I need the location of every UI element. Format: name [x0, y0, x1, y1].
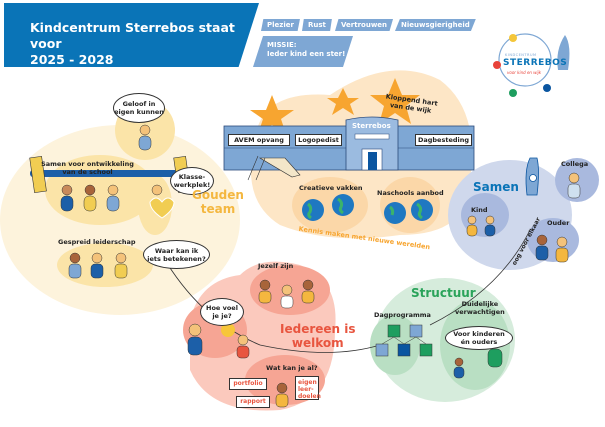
- bubble-class-line-2: werkplek!: [173, 181, 211, 189]
- title-line-2: 2025 - 2028: [30, 52, 114, 67]
- shared-leadership-label: Gespreid leiderschap: [58, 238, 136, 246]
- bubble-feel-line-1: Hoe voel: [206, 304, 238, 312]
- ouder-label: Ouder: [547, 219, 570, 227]
- jezelf-label: Jezelf zijn: [258, 262, 294, 270]
- mission-label: MISSIE:: [267, 41, 297, 49]
- value-tag-rust: Rust: [302, 19, 332, 31]
- bubble-class-line-1: Klasse-: [178, 173, 206, 181]
- star-icon: [370, 78, 420, 124]
- kind-label: Kind: [471, 206, 488, 214]
- value-tag-vertrouwen: Vertrouwen: [335, 19, 394, 31]
- building-entrance: [345, 116, 399, 171]
- value-tag-nieuwsgierigheid: Nieuwsgierigheid: [395, 19, 476, 31]
- goals-line-1: eigen: [298, 379, 317, 386]
- afterschool-label: Naschools aanbod: [377, 189, 444, 197]
- iedereen-title: Iedereen is welkom: [280, 322, 356, 350]
- together-label: Samen voor ontwikkeling van de school: [30, 160, 145, 176]
- mission-box: MISSIE: Ieder kind een ster!: [253, 36, 353, 67]
- logo-rocket-icon: [557, 35, 570, 70]
- logo-dot-red: [493, 61, 501, 69]
- star-icon: [250, 95, 294, 134]
- learning-goals-box: eigen leer- doelen: [295, 376, 321, 400]
- connector-line-samen: [429, 229, 531, 326]
- globe-icon: [384, 202, 406, 224]
- gouden-team-title: Gouden team: [192, 188, 244, 216]
- logo-small-text: KINDCENTRUM: [505, 53, 537, 57]
- people-figures: [60, 124, 581, 408]
- leadership-blob: [57, 243, 153, 287]
- smiley-icon: [221, 323, 235, 337]
- dagprogramma-blob: [370, 315, 420, 375]
- logo-tagline: voor kind en wijk: [507, 70, 542, 75]
- portfolio-box: portfolio: [229, 378, 267, 390]
- wat-kan-label: Wat kan je al?: [266, 364, 318, 372]
- logo-name: STERREBOS: [503, 58, 568, 68]
- connector-line: [161, 254, 381, 353]
- globe-icon: [302, 199, 324, 221]
- schedule-block: [375, 343, 389, 357]
- bubble-class: Klasse-werkplek!: [170, 167, 214, 195]
- logo-dot-blue: [543, 84, 551, 92]
- collega-label: Collega: [561, 160, 589, 168]
- expectations-label: Duidelijke verwachtigen: [455, 300, 505, 316]
- slide-icon: [258, 157, 301, 178]
- mission-text: Ieder kind een ster!: [267, 50, 346, 58]
- bubble-meaning-line-1: Waar kan ik: [154, 246, 199, 255]
- logo-dot-yellow: [509, 34, 517, 42]
- expectations-line-1: Duidelijke: [461, 300, 499, 308]
- together-line-1: Samen voor ontwikkeling: [41, 160, 134, 168]
- wing-avem: AVEM opvang: [228, 134, 290, 146]
- goals-line-3: doelen: [298, 393, 321, 400]
- wing-sterrebos: Sterrebos: [352, 122, 391, 130]
- gouden-team-title-line-2: team: [200, 202, 236, 216]
- page-title: Kindcentrum Sterrebos staat voor 2025 - …: [30, 20, 250, 68]
- bubble-belief-line-2: eigen kunnen: [114, 108, 164, 116]
- bubble-belief-line-1: Geloof in: [122, 100, 156, 108]
- schedule-block: [397, 343, 411, 357]
- door-inner: [368, 152, 377, 170]
- ladder: [247, 155, 266, 181]
- bubble-feel-line-2: je je?: [212, 312, 232, 320]
- bubble-structure-line-2: én ouders: [460, 338, 498, 346]
- title-line-1: Kindcentrum Sterrebos staat voor: [30, 20, 235, 51]
- value-tag-plezier: Plezier: [261, 19, 300, 31]
- title-banner: [4, 3, 259, 67]
- logo-dot-green: [509, 89, 517, 97]
- sign: [354, 133, 390, 140]
- schedule-block: [387, 324, 401, 338]
- iedereen-title-line-1: Iedereen is: [280, 322, 356, 336]
- bubble-meaning-line-2: iets betekenen?: [147, 254, 206, 263]
- goals-line-2: leer-: [298, 386, 314, 393]
- dagprogramma-label: Dagprogramma: [374, 311, 431, 319]
- schedule-block: [419, 343, 433, 357]
- schedule-block: [409, 324, 423, 338]
- wing-logopedist: Logopedist: [295, 134, 342, 146]
- creative-subjects-label: Creatieve vakken: [299, 184, 363, 192]
- iedereen-title-line-2: welkom: [291, 336, 344, 350]
- structuur-title: Structuur: [411, 286, 476, 300]
- gouden-team-title-line-1: Gouden: [192, 188, 244, 202]
- heart-icon: [149, 197, 175, 219]
- together-line-2: van de school: [62, 168, 113, 176]
- logo-ring: [498, 33, 552, 87]
- bubble-structure-line-1: Voor kinderen: [453, 330, 505, 338]
- expectations-line-2: verwachtigen: [455, 308, 505, 316]
- samen-title: Samen: [473, 180, 519, 194]
- barbell-icon: [30, 170, 190, 177]
- rapport-box: rapport: [236, 396, 270, 408]
- wing-dagbesteding: Dagbesteding: [415, 134, 472, 146]
- star-icon: [327, 88, 359, 115]
